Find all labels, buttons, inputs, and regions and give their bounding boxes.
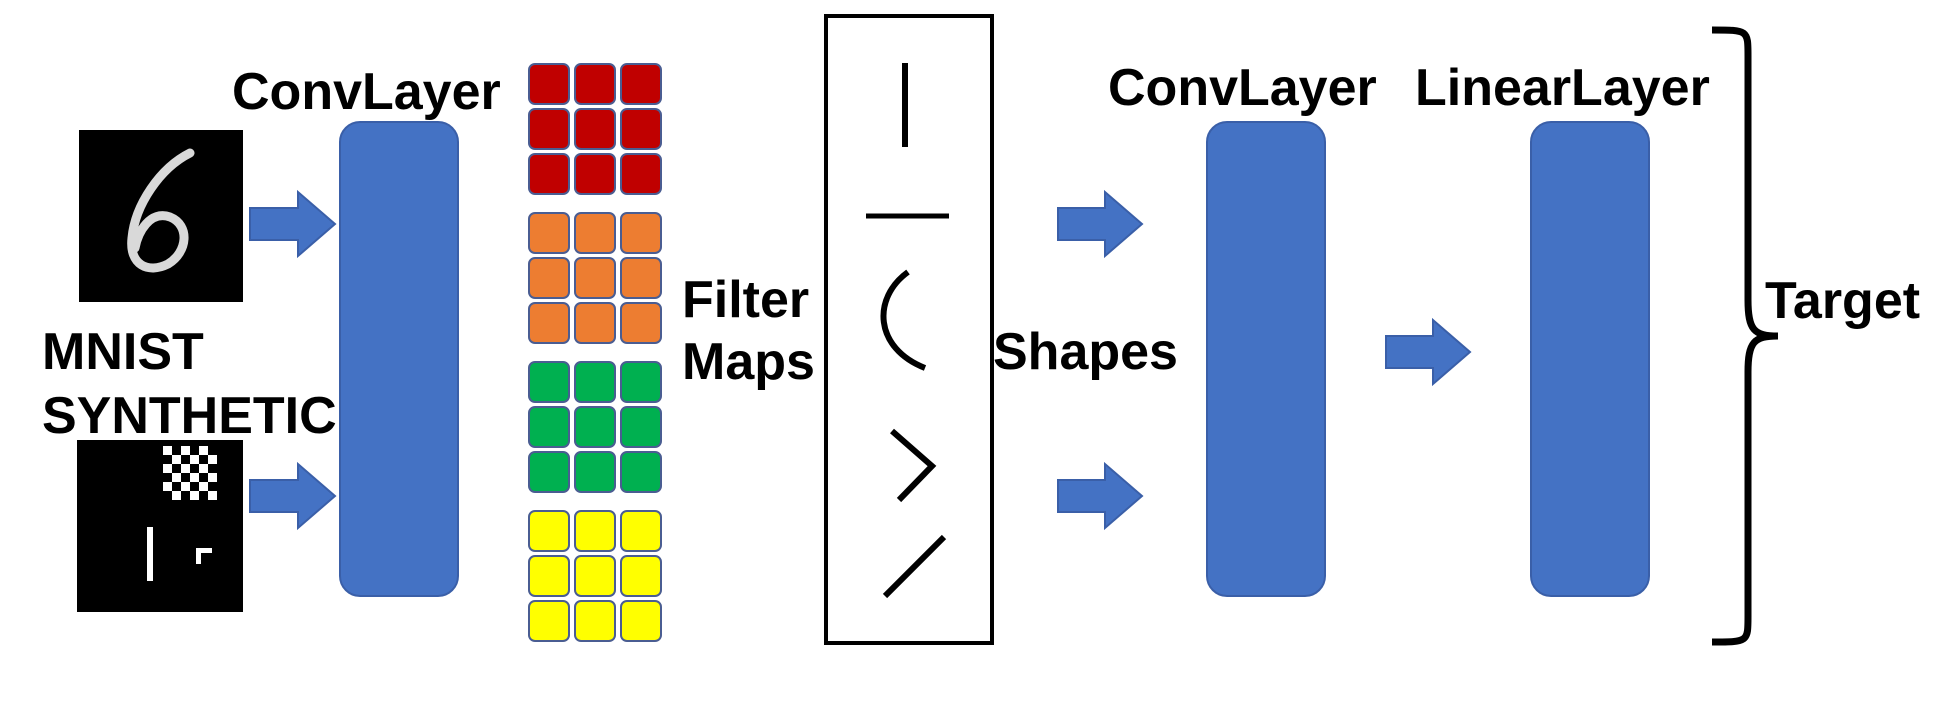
mnist-digit-six-image xyxy=(79,130,243,302)
checker-square xyxy=(181,464,190,473)
arrow-right-icon xyxy=(1057,189,1144,259)
arrow-right-icon xyxy=(1385,317,1472,387)
linear-layer-label: LinearLayer xyxy=(1415,59,1710,117)
mnist-label: MNIST xyxy=(42,323,204,381)
maps-label: Maps xyxy=(682,333,815,391)
checker-square xyxy=(181,482,190,491)
filter-map-cell xyxy=(574,510,616,552)
filter-map-cell xyxy=(620,302,662,344)
curly-brace-icon xyxy=(1711,26,1779,646)
filter-map-grid xyxy=(528,361,662,493)
filter-map-cell xyxy=(620,212,662,254)
filter-map-cell xyxy=(574,451,616,493)
diagonal-line-shape-icon xyxy=(882,534,947,599)
filter-map-cell xyxy=(574,406,616,448)
filter-map-cell xyxy=(528,600,570,642)
filter-map-cell xyxy=(528,212,570,254)
filter-map-grid xyxy=(528,63,662,195)
filter-map-cell xyxy=(620,257,662,299)
filter-map-cell xyxy=(574,257,616,299)
checker-square xyxy=(172,455,181,464)
filter-maps xyxy=(528,63,662,642)
filter-map-grid xyxy=(528,510,662,642)
conv-layer-2-label: ConvLayer xyxy=(1108,59,1377,117)
checker-square xyxy=(208,473,217,482)
filter-map-cell xyxy=(528,451,570,493)
checker-square xyxy=(181,446,190,455)
checker-square xyxy=(172,473,181,482)
filter-map-cell xyxy=(574,63,616,105)
checker-square xyxy=(163,446,172,455)
filter-map-cell xyxy=(620,63,662,105)
checker-square xyxy=(190,491,199,500)
arrow-right-icon xyxy=(249,461,337,531)
filter-map-cell xyxy=(620,108,662,150)
filter-label: Filter xyxy=(682,271,810,329)
conv-layer-1-label: ConvLayer xyxy=(232,63,501,121)
filter-map-cell xyxy=(620,361,662,403)
filter-map-cell xyxy=(574,600,616,642)
arc-shape-icon xyxy=(880,269,927,371)
checker-square xyxy=(172,491,181,500)
synthetic-shapes-image xyxy=(77,440,243,612)
checker-square xyxy=(163,482,172,491)
linear-layer-block xyxy=(1530,121,1650,597)
filter-map-cell xyxy=(620,451,662,493)
filter-map-cell xyxy=(528,302,570,344)
filter-map-cell xyxy=(528,510,570,552)
checker-square xyxy=(208,491,217,500)
filter-map-cell xyxy=(574,212,616,254)
checker-square xyxy=(199,464,208,473)
filter-map-cell xyxy=(574,361,616,403)
filter-map-cell xyxy=(528,406,570,448)
filter-map-cell xyxy=(574,153,616,195)
filter-map-cell xyxy=(528,63,570,105)
filter-map-cell xyxy=(574,555,616,597)
checker-square xyxy=(199,482,208,491)
shapes-label: Shapes xyxy=(993,323,1178,381)
filter-map-cell xyxy=(574,108,616,150)
filter-map-cell xyxy=(620,153,662,195)
chevron-shape-icon xyxy=(890,428,937,503)
filter-map-grid xyxy=(528,212,662,344)
filter-map-cell xyxy=(620,555,662,597)
arrow-right-icon xyxy=(1057,461,1144,531)
filter-map-cell xyxy=(620,406,662,448)
filter-map-cell xyxy=(574,302,616,344)
checker-square xyxy=(190,473,199,482)
filter-map-cell xyxy=(528,108,570,150)
conv-layer-2-block xyxy=(1206,121,1326,597)
filter-map-cell xyxy=(528,257,570,299)
filter-map-cell xyxy=(528,361,570,403)
filter-map-cell xyxy=(528,153,570,195)
checker-square xyxy=(190,455,199,464)
checker-pattern xyxy=(163,446,217,500)
checker-square xyxy=(208,455,217,464)
arrow-right-icon xyxy=(249,189,337,259)
filter-map-cell xyxy=(620,600,662,642)
checker-square xyxy=(199,446,208,455)
target-label: Target xyxy=(1765,272,1921,330)
filter-map-cell xyxy=(620,510,662,552)
filter-map-cell xyxy=(528,555,570,597)
conv-layer-1-block xyxy=(339,121,459,597)
checker-square xyxy=(163,464,172,473)
shapes-box xyxy=(824,14,994,645)
synthetic-label: SYNTHETIC xyxy=(42,387,337,445)
